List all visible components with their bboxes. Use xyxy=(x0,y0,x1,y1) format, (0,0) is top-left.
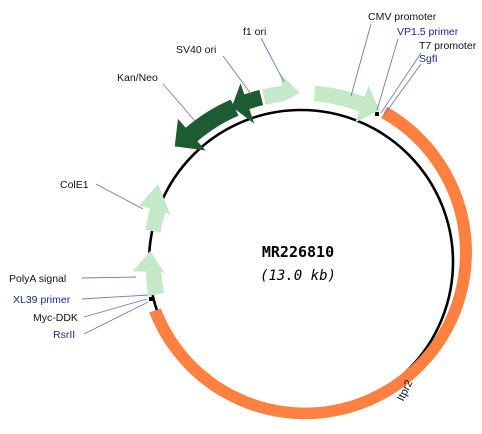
feature-sv40-ori xyxy=(231,83,264,124)
label-polya-signal: PolyA signal xyxy=(9,273,66,285)
label-rsrii: RsrII xyxy=(53,329,75,341)
label-cmv-promoter: CMV promoter xyxy=(368,11,437,23)
boundary-mark-top xyxy=(375,112,379,116)
label-t7-promoter: T7 promoter xyxy=(419,40,477,52)
label-f1-ori: f1 ori xyxy=(243,26,266,38)
label-myc-ddk: Myc-DDK xyxy=(33,312,78,324)
plasmid-size: (13.0 kb) xyxy=(260,268,336,284)
label-sgfi: SgfI xyxy=(419,53,438,65)
label-xl39-primer: XL39 primer xyxy=(13,294,71,306)
label-vp15-primer: VP1.5 primer xyxy=(397,26,459,38)
boundary-mark-bottom xyxy=(149,297,153,301)
feature-cmv-promoter xyxy=(314,85,380,123)
feature-f1-ori xyxy=(262,73,300,105)
plasmid-name: MR226810 xyxy=(262,243,334,261)
feature-cole1 xyxy=(139,184,171,233)
feature-kan-neo xyxy=(174,99,239,151)
label-sv40-ori: SV40 ori xyxy=(176,44,216,56)
feature-polya-signal xyxy=(132,251,166,297)
gene-insert-arc xyxy=(149,106,472,420)
leader-lines xyxy=(81,23,422,335)
label-cole1: ColE1 xyxy=(60,179,89,191)
label-kan-neo: Kan/Neo xyxy=(117,72,158,84)
